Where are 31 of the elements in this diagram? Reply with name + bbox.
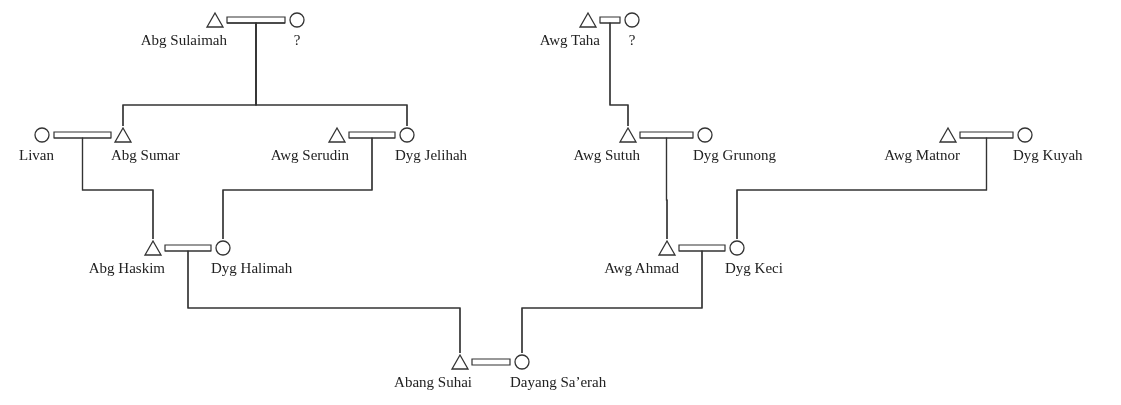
marriage-sign — [471, 358, 511, 366]
descent-line — [665, 137, 694, 240]
person-name: ? — [293, 32, 301, 49]
descent-line — [609, 22, 629, 127]
marriage-sign — [53, 131, 112, 139]
person-name: Dyg Jelihah — [395, 147, 468, 164]
marriage-sign — [164, 244, 212, 252]
person-name: Abg Sumar — [111, 147, 180, 164]
marriage-sign — [348, 131, 396, 139]
person-name: Abg Haskim — [88, 260, 165, 277]
marriage-sign — [599, 16, 621, 24]
person-name: Dyg Halimah — [211, 260, 293, 277]
person-name: Livan — [19, 147, 54, 164]
person-name: Dayang Sa’erah — [510, 374, 607, 391]
descent-line — [255, 22, 408, 127]
person-name: Dyg Kuyah — [1013, 147, 1083, 164]
person-name: Awg Serudin — [270, 147, 349, 164]
marriage-sign — [226, 16, 286, 24]
person-name: Awg Matnor — [884, 147, 960, 164]
marriage-sign — [959, 131, 1014, 139]
person-name: Dyg Keci — [725, 260, 783, 277]
person-name: Awg Taha — [539, 32, 600, 49]
person-name: ? — [628, 32, 636, 49]
descent-line — [81, 137, 154, 240]
person-name: Dyg Grunong — [693, 147, 776, 164]
marriage-sign — [639, 131, 694, 139]
person-name: Awg Ahmad — [604, 260, 679, 277]
person-name: Abang Suhai — [394, 374, 472, 391]
person-name: Awg Sutuh — [573, 147, 640, 164]
marriage-sign — [678, 244, 726, 252]
person-name: Abg Sulaimah — [140, 32, 227, 49]
